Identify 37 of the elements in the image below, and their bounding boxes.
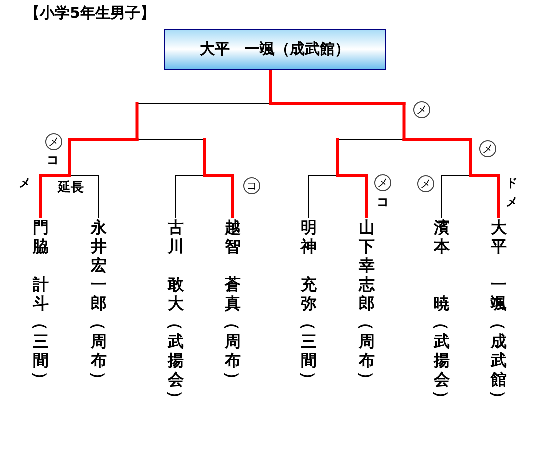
overtime-note: 延長 xyxy=(58,182,84,194)
score-mark: コ xyxy=(47,154,59,166)
circled-score-mark: メ xyxy=(374,174,392,192)
bracket-line xyxy=(269,70,272,106)
player-name: 越智 蒼真（周布） xyxy=(224,218,242,389)
circled-score-mark: メ xyxy=(480,140,496,158)
bracket-line xyxy=(336,174,368,218)
score-mark: ドメ xyxy=(505,175,519,211)
diagram-title: 【小学5年生男子】 xyxy=(25,6,156,21)
player-name: 濱本 暁（武揚会） xyxy=(433,218,451,408)
champion-box: 大平 一颯（成武館） xyxy=(164,29,386,70)
score-mark: コ xyxy=(377,196,389,208)
bracket-line xyxy=(176,176,205,218)
player-name: 大平 一颯（成武館） xyxy=(490,218,508,408)
bracket-line xyxy=(68,138,72,178)
player-name: 永井宏一郎（周布） xyxy=(90,218,108,389)
player-name: 山下幸志郎（周布） xyxy=(358,218,376,389)
bracket-line xyxy=(40,174,72,218)
bracket-line xyxy=(336,138,340,178)
bracket-line xyxy=(68,138,139,142)
circled-score-mark: メ xyxy=(46,134,62,150)
score-mark: メ xyxy=(19,177,31,189)
bracket-line xyxy=(203,174,234,218)
bracket-line xyxy=(469,174,500,218)
bracket-line xyxy=(136,102,139,142)
circled-score-mark: メ xyxy=(414,102,430,118)
bracket-line xyxy=(70,176,100,218)
bracket-line xyxy=(308,176,338,218)
bracket-line xyxy=(402,102,406,142)
circled-score-mark: メ xyxy=(418,176,434,192)
bracket-line xyxy=(442,176,471,218)
circled-score-mark: コ xyxy=(244,178,260,194)
player-name: 古川 敢大（武揚会） xyxy=(167,218,185,408)
bracket-line xyxy=(203,138,206,178)
bracket-line xyxy=(469,138,472,178)
player-name: 門脇 計斗（三間） xyxy=(32,218,50,389)
player-name: 明神 充弥（三間） xyxy=(300,218,318,389)
